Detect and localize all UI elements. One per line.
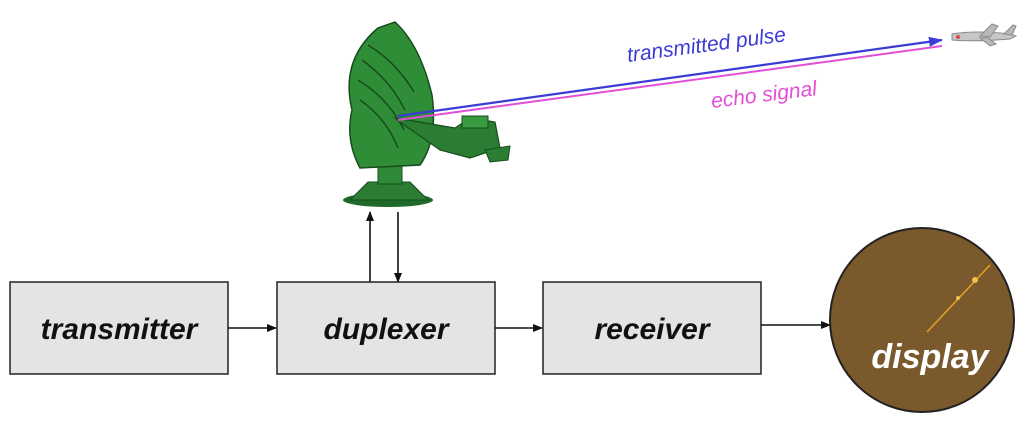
radar-antenna-icon bbox=[343, 21, 511, 207]
duplexer-label: duplexer bbox=[323, 313, 450, 346]
echo-signal-label: echo signal bbox=[710, 77, 820, 113]
display-scope: display bbox=[829, 227, 1015, 413]
duplexer-block: duplexer bbox=[276, 281, 496, 375]
echo-signal-line bbox=[397, 45, 943, 121]
transmitted-pulse-line bbox=[397, 36, 943, 118]
receiver-label: receiver bbox=[594, 313, 711, 346]
transmitter-block: transmitter bbox=[9, 281, 229, 375]
airplane-icon bbox=[951, 23, 1018, 47]
transmitter-label: transmitter bbox=[41, 313, 200, 346]
display-label: display bbox=[871, 338, 990, 376]
receiver-block: receiver bbox=[542, 281, 762, 375]
transmitted-pulse-label: transmitted pulse bbox=[626, 23, 788, 67]
